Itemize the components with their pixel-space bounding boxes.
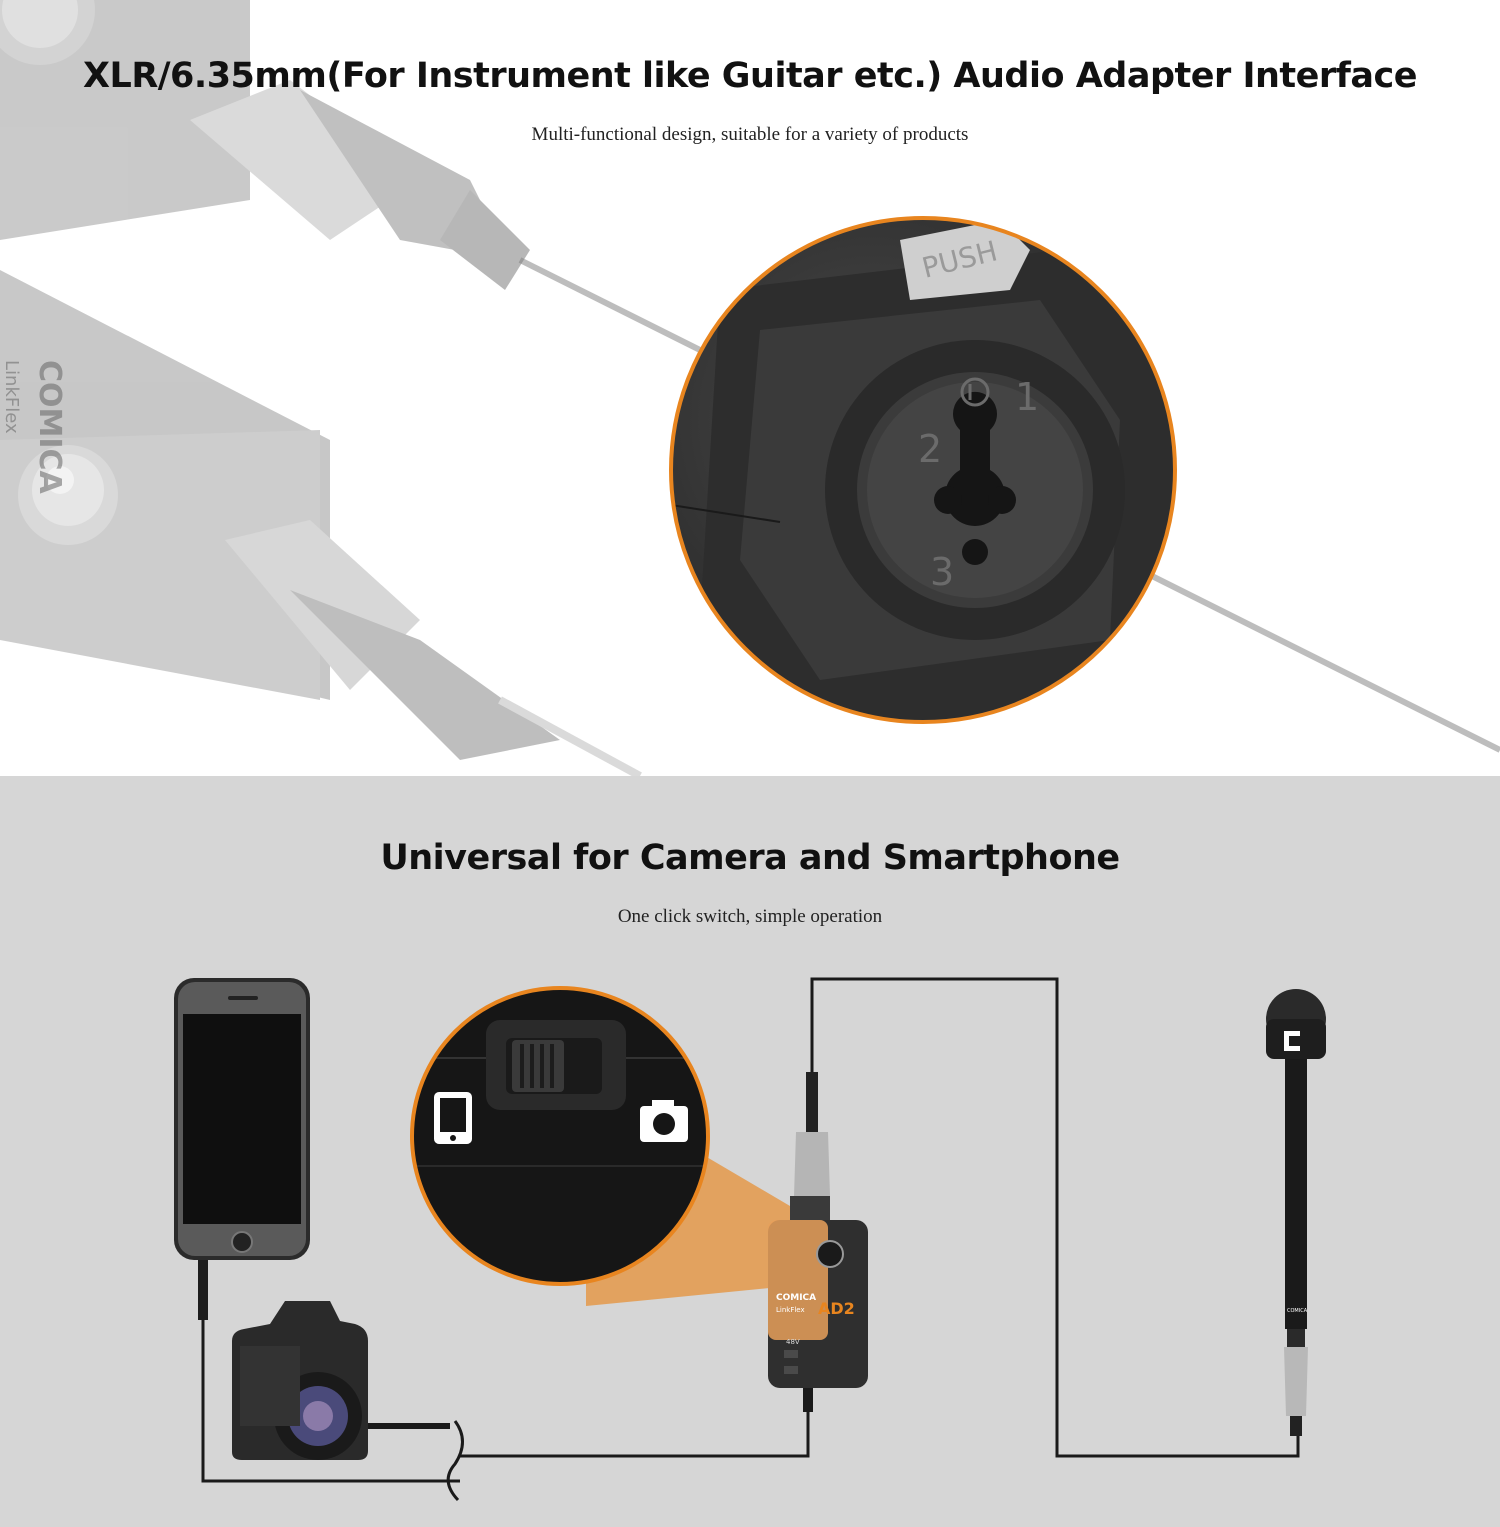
pin-label-1: 1 (1015, 375, 1039, 419)
section-subtitle: Multi-functional design, suitable for a … (531, 124, 969, 145)
highlight-ring (410, 986, 710, 1286)
microphone-illustration: COMICA (1266, 989, 1326, 1436)
adapter-series-label: LinkFlex (776, 1306, 805, 1314)
adapter-brand-label: COMICA (776, 1293, 816, 1303)
section-title: Universal for Camera and Smartphone (380, 838, 1120, 878)
lower-adapter-device (0, 270, 642, 776)
upper-adapter-device (0, 0, 530, 290)
ad2-adapter-illustration: COMICA LinkFlex AD2 48V (768, 1072, 868, 1412)
adapter-model-label: AD2 (818, 1299, 855, 1318)
pin-label-3: 3 (930, 550, 954, 594)
section-title: XLR/6.35mm(For Instrument like Guitar et… (83, 56, 1417, 96)
jack-closeup: PUSH 1 2 3 (669, 216, 1177, 724)
device-model-label: LinkFlex (1, 360, 22, 434)
smartphone-icon (434, 1092, 472, 1144)
xlr-illustration: COMICA LinkFlex (0, 0, 1500, 776)
mic-brand-label: COMICA (1287, 1308, 1308, 1314)
highlight-ring (669, 216, 1177, 724)
feature-section-xlr: COMICA LinkFlex (0, 0, 1500, 776)
section-subtitle: One click switch, simple operation (617, 906, 883, 927)
camera-icon (640, 1100, 688, 1142)
pin-label-2: 2 (918, 427, 942, 471)
camera-illustration (232, 1301, 450, 1460)
device-brand-label: COMICA (32, 360, 67, 495)
smartphone-illustration (174, 978, 310, 1320)
feature-section-universal: COMICA LinkFlex AD2 48V COMICA Universal… (0, 776, 1500, 1527)
switch-closeup (410, 986, 710, 1286)
connection-diagram: COMICA LinkFlex AD2 48V COMICA (174, 977, 1326, 1502)
wiring-lines (201, 977, 1300, 1502)
adapter-phantom-label: 48V (786, 1338, 800, 1346)
jack-logo-icon (960, 377, 990, 407)
